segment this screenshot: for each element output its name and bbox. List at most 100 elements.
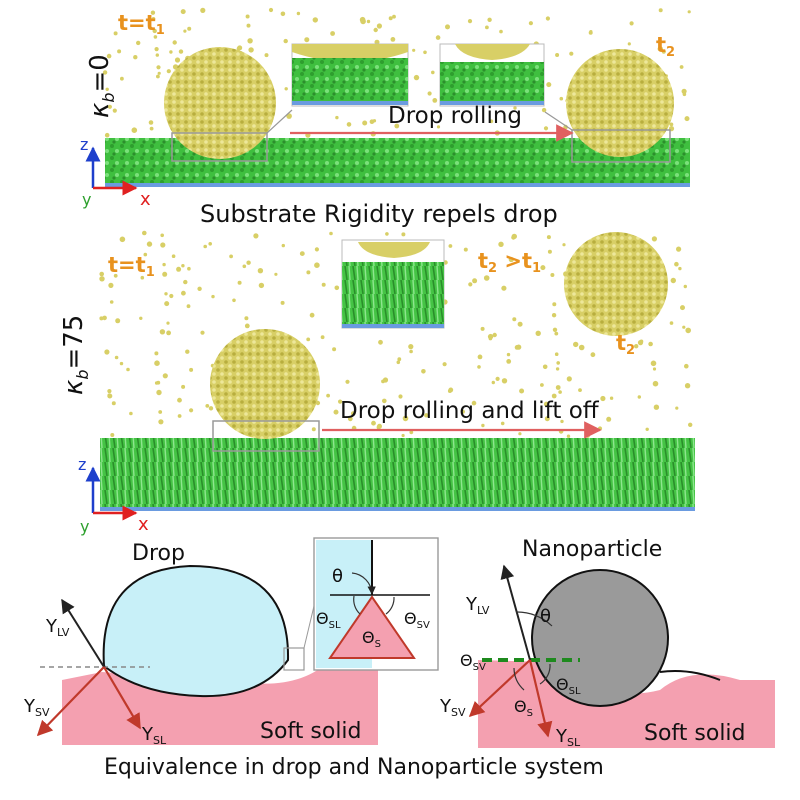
angle-inset: θ ΘSL ΘSV ΘS: [313, 537, 439, 671]
zoom-box-right: [571, 129, 671, 163]
vapor-particle: [578, 344, 585, 351]
vapor-particle: [500, 421, 505, 426]
vapor-particle: [203, 244, 207, 249]
vapor-particle: [374, 39, 380, 45]
vapor-particle: [435, 35, 441, 40]
arrow-label-top: Drop rolling: [388, 103, 522, 129]
vapor-particle: [506, 352, 511, 357]
vapor-particle: [160, 242, 166, 248]
vapor-particle: [280, 11, 286, 17]
vapor-particle: [244, 323, 250, 329]
vapor-particle: [554, 352, 559, 357]
vapor-particle: [189, 367, 194, 372]
np-gamma-sl-arrow: [528, 659, 553, 738]
vapor-particle: [174, 57, 181, 63]
vapor-particle: [487, 333, 494, 340]
vapor-particle: [467, 19, 473, 24]
vapor-particle: [508, 256, 514, 263]
vapor-particle: [304, 37, 310, 43]
vapor-particle: [541, 107, 547, 113]
vapor-particle: [268, 7, 274, 13]
vapor-particle: [471, 400, 477, 406]
vapor-particle: [578, 388, 582, 392]
vapor-particle: [164, 292, 168, 296]
vapor-particle: [687, 10, 691, 14]
vapor-particle: [274, 272, 278, 276]
vapor-particle: [181, 290, 186, 296]
vapor-particle: [637, 340, 644, 346]
vapor-particle: [347, 416, 353, 422]
vapor-particle: [555, 385, 561, 390]
vapor-particle: [162, 262, 166, 267]
np-theta-sl-label: ΘSL: [556, 675, 581, 697]
vapor-particle: [248, 47, 254, 53]
drop-top-right: [566, 49, 674, 157]
vapor-particle: [560, 419, 564, 424]
vapor-particle: [346, 122, 352, 127]
vapor-particle: [131, 127, 138, 133]
svg-text:z: z: [78, 455, 86, 474]
drop-schematic: Drop ΥLV ΥSV ΥSL Soft solid: [23, 541, 378, 747]
vapor-particle: [99, 271, 104, 277]
vapor-particle: [183, 29, 187, 33]
vapor-particle: [412, 48, 416, 52]
vapor-particle: [518, 432, 522, 436]
vapor-particle: [311, 427, 316, 432]
vapor-particle: [156, 74, 160, 79]
vapor-particle: [306, 337, 311, 342]
vapor-particle: [120, 76, 124, 81]
vapor-particle: [112, 108, 117, 113]
vapor-particle: [333, 409, 339, 415]
np-gamma-sv-arrow: [468, 659, 531, 718]
vapor-particle: [176, 266, 182, 272]
svg-text:z: z: [80, 135, 88, 154]
vapor-particle: [242, 264, 247, 269]
np-theta-label: θ: [540, 606, 551, 627]
drop-shape: [102, 564, 290, 698]
vapor-particle: [685, 327, 691, 334]
vapor-particle: [338, 399, 343, 404]
vapor-particle: [102, 315, 107, 321]
drop-top-left: [164, 47, 276, 159]
vapor-particle: [150, 10, 156, 15]
vapor-particle: [345, 379, 350, 384]
vapor-particle: [158, 419, 164, 425]
vapor-particle: [501, 378, 508, 384]
vapor-particle: [309, 312, 315, 318]
panel-top: Drop rolling t=t1 t2 κb=0 z y x Substrat…: [80, 7, 691, 228]
vapor-particle: [326, 393, 330, 398]
axes-top: z y x: [80, 135, 151, 210]
vapor-particle: [547, 249, 552, 254]
vapor-particle: [136, 40, 141, 46]
vapor-particle: [335, 115, 339, 120]
vapor-particle: [683, 284, 687, 289]
vapor-particle: [164, 301, 170, 307]
vapor-particle: [236, 46, 241, 51]
gamma-sl-label: ΥSL: [141, 724, 167, 747]
vapor-particle: [151, 17, 156, 21]
vapor-particle: [158, 410, 163, 414]
vapor-particle: [477, 365, 481, 369]
vapor-particle: [332, 347, 337, 352]
vapor-particle: [146, 241, 153, 247]
vapor-particle: [511, 235, 516, 240]
vapor-particle: [555, 367, 560, 371]
theta-label-inset: θ: [332, 566, 343, 587]
vapor-particle: [237, 280, 242, 285]
vapor-particle: [569, 51, 574, 56]
vapor-particle: [432, 98, 438, 103]
np-theta-s-label: ΘS: [514, 697, 533, 719]
vapor-particle: [627, 42, 631, 46]
vapor-particle: [156, 389, 162, 396]
vapor-particle: [280, 300, 285, 305]
vapor-particle: [401, 232, 406, 237]
vapor-particle: [492, 332, 497, 338]
vapor-particle: [376, 425, 381, 430]
vapor-particle: [566, 376, 572, 382]
vapor-particle: [436, 125, 441, 129]
caption-bottom: Equivalence in drop and Nanoparticle sys…: [104, 755, 604, 780]
vapor-particle: [281, 243, 285, 248]
vapor-particle: [106, 53, 112, 59]
vapor-particle: [600, 395, 606, 402]
vapor-particle: [540, 383, 544, 387]
